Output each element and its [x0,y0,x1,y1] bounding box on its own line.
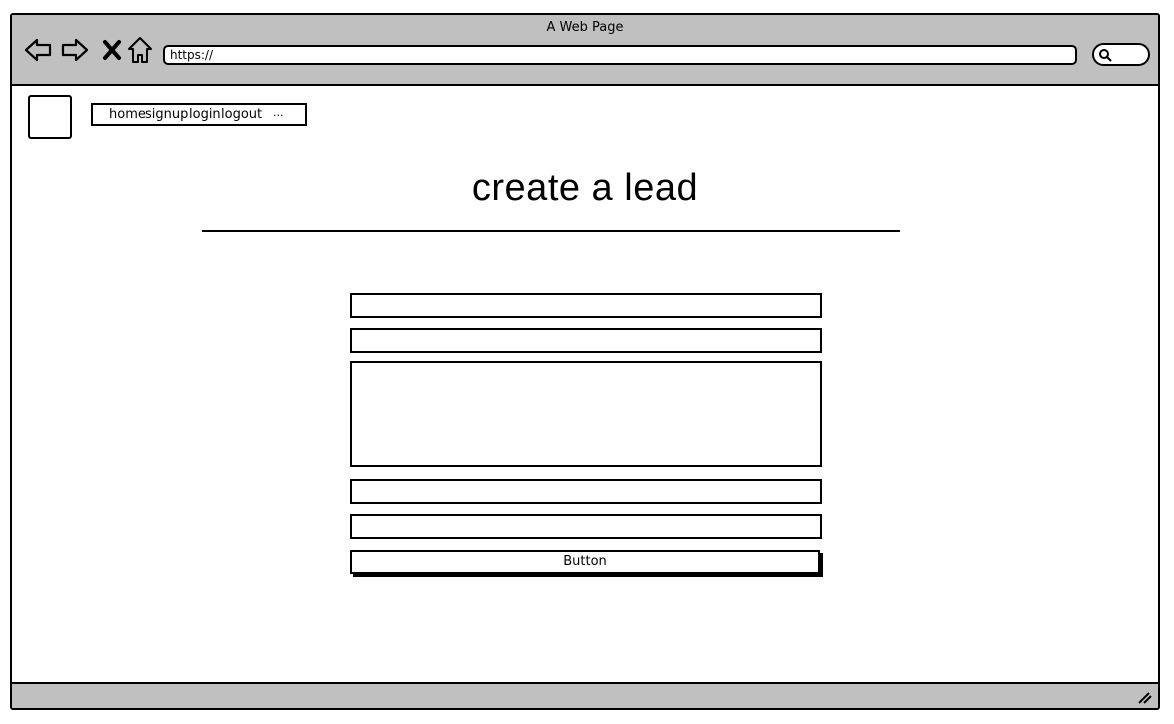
form-field-4[interactable] [350,514,822,539]
nav-item-logout[interactable]: logout [221,107,263,122]
title-bar: A Web Page https:// [12,15,1158,86]
forward-arrow-icon[interactable] [60,35,90,65]
submit-button[interactable]: Button [350,550,820,574]
form-field-1[interactable] [350,293,822,318]
form-field-2[interactable] [350,328,822,353]
close-icon[interactable] [97,35,127,65]
title-divider [202,230,900,232]
resize-grip-icon[interactable] [1136,690,1152,704]
nav-item-more[interactable]: ... [273,106,284,119]
browser-window: A Web Page https:// home signup login lo… [10,13,1160,710]
status-bar [12,682,1158,708]
form-textarea[interactable] [350,361,822,467]
form-field-3[interactable] [350,479,822,504]
home-icon[interactable] [125,35,155,65]
nav-menu: home signup login logout ... [91,103,307,126]
nav-item-signup[interactable]: signup [145,107,189,122]
address-bar[interactable]: https:// [163,45,1077,65]
nav-item-home[interactable]: home [109,107,146,122]
search-button[interactable] [1092,43,1150,66]
search-icon [1099,49,1112,62]
logo-placeholder [28,95,72,139]
address-text: https:// [170,48,214,62]
window-title: A Web Page [546,20,624,35]
back-arrow-icon[interactable] [23,35,53,65]
page-title: create a lead [471,167,699,209]
nav-item-login[interactable]: login [189,107,221,122]
